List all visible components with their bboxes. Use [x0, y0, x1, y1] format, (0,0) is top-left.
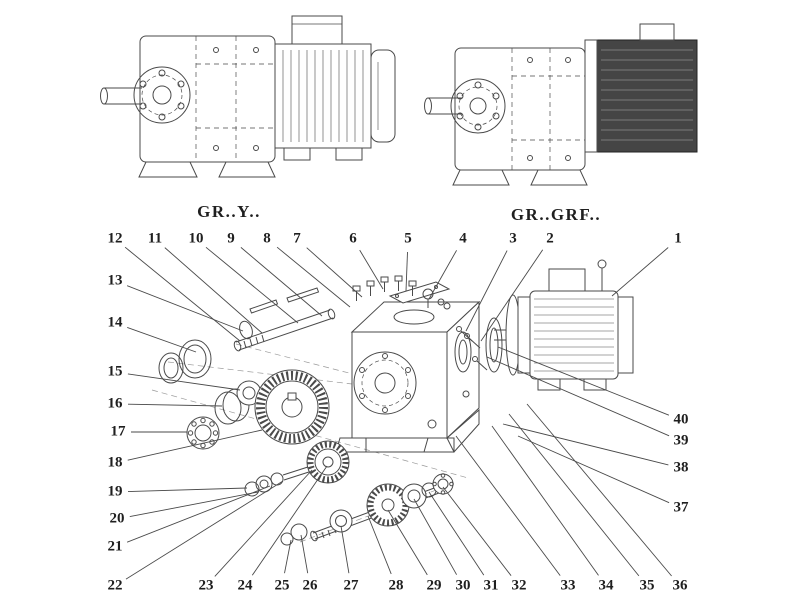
dark-motor-block: [584, 23, 698, 153]
callout-39: 39: [673, 432, 689, 449]
callout-19: 19: [107, 483, 123, 500]
electric-motor: [494, 259, 634, 391]
callout-32: 32: [511, 577, 527, 594]
callout-29: 29: [426, 577, 442, 594]
washers-and-intermediate-gear: [244, 440, 350, 497]
callout-31: 31: [483, 577, 499, 594]
figure-label-gr-grf: GR..GRF..: [510, 205, 602, 224]
callout-37: 37: [673, 499, 689, 516]
figure-gr-grf-drawing: [424, 23, 698, 186]
callout-23: 23: [198, 577, 214, 594]
bearing-cover: [214, 380, 262, 425]
callout-20: 20: [109, 510, 125, 527]
callout-27: 27: [343, 577, 359, 594]
callout-26: 26: [302, 577, 318, 594]
callout-33: 33: [560, 577, 576, 594]
callout-34: 34: [598, 577, 614, 594]
callout-4: 4: [459, 230, 467, 247]
output-shaft-assembly: [280, 473, 454, 546]
callout-38: 38: [673, 459, 689, 476]
callout-3: 3: [509, 230, 517, 247]
callout-40: 40: [673, 411, 689, 428]
callout-10: 10: [188, 230, 204, 247]
callout-7: 7: [293, 230, 301, 247]
callout-25: 25: [274, 577, 290, 594]
callout-16: 16: [107, 395, 123, 412]
callout-35: 35: [639, 577, 655, 594]
exploded-view-drawing: [151, 259, 634, 546]
callout-21: 21: [107, 538, 123, 555]
callout-24: 24: [237, 577, 253, 594]
callout-2: 2: [546, 230, 554, 247]
callout-9: 9: [227, 230, 235, 247]
callout-12: 12: [107, 230, 123, 247]
gearbox-housing: [335, 300, 481, 453]
callout-28: 28: [388, 577, 404, 594]
callout-30: 30: [455, 577, 471, 594]
callout-15: 15: [107, 363, 123, 380]
callout-8: 8: [263, 230, 271, 247]
callout-17: 17: [110, 423, 126, 440]
oil-seal-rings: [158, 339, 212, 384]
callout-22: 22: [107, 577, 123, 594]
figure-label-gr-y: GR..Y..: [197, 202, 261, 221]
callout-36: 36: [672, 577, 688, 594]
large-toothed-gear: [254, 369, 330, 445]
bearing-large: [186, 416, 220, 450]
callout-13: 13: [107, 272, 123, 289]
input-shaft-assembly: [233, 287, 336, 352]
callout-14: 14: [107, 314, 123, 331]
figure-gr-y-drawing: [100, 15, 396, 178]
callout-5: 5: [404, 230, 412, 247]
callout-18: 18: [107, 454, 123, 471]
callout-6: 6: [349, 230, 357, 247]
callout-1: 1: [674, 230, 682, 247]
callout-11: 11: [147, 230, 163, 247]
